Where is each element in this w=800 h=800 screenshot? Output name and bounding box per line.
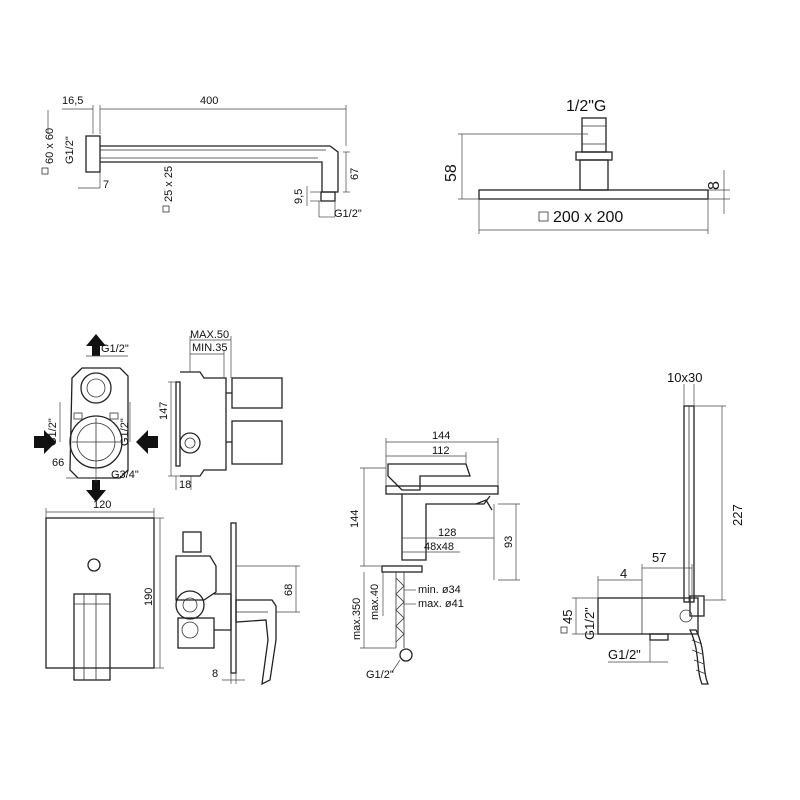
mixer-height-label: 144 [349, 510, 361, 528]
outlet-side-thread-label: G1/2" [582, 607, 597, 640]
plate-height-label: 190 [143, 588, 155, 606]
mixer-max-deck-label: max.40 [369, 584, 381, 620]
outlet-up-arrow-icon [86, 334, 106, 356]
valve-side-drawing: 68 8 [175, 522, 300, 686]
arm-offset-label: 16,5 [62, 95, 83, 107]
basin-mixer-drawing: 144 112 144 128 93 48x48 min. ø34 max. ø… [349, 430, 520, 681]
outlet-offset-label: 4 [620, 566, 627, 581]
head-thickness-label: 8 [706, 181, 723, 190]
mixer-reach-label: 128 [438, 527, 456, 539]
arm-inlet-thread-label: G1/2" [64, 136, 76, 164]
box-bottom-thread-label: G3/4" [111, 469, 139, 481]
head-height-label: 58 [443, 164, 460, 182]
box-right-thread-label: G1/2" [119, 418, 131, 446]
handset-length-label: 227 [730, 504, 745, 526]
outlet-projection-label: 57 [652, 550, 666, 565]
inlet-right-arrow-icon [136, 430, 158, 454]
shower-head-drawing: 1/2"G 58 8 200 x 200 [443, 98, 730, 234]
concealed-box-side-drawing: MAX.50 MIN.35 147 18 [158, 329, 283, 491]
mixer-max-hole-label: max. ø41 [418, 598, 464, 610]
shower-arm-drawing: 16,5 400 60 x 60 G1/2" 7 25 x 25 9,5 67 … [41, 95, 362, 220]
lever-offset-label: 68 [283, 584, 295, 596]
mixer-hose-length-label: max.350 [351, 598, 363, 640]
handset-size-label: 10x30 [667, 370, 702, 385]
arm-outlet-thread-label: G1/2" [334, 208, 362, 220]
outlet-down-arrow-icon [86, 480, 106, 502]
inlet-left-arrow-icon [34, 430, 56, 454]
plate-width-label: 120 [93, 499, 111, 511]
mixer-min-hole-label: min. ø34 [418, 584, 461, 596]
cover-plate-front-drawing: 120 190 [45, 499, 164, 681]
plate-thickness-label: 8 [212, 668, 218, 680]
flange-depth-label: 7 [103, 179, 109, 191]
head-thread-label: 1/2"G [566, 98, 606, 115]
mixer-thread-label: G1/2" [366, 669, 394, 681]
box-base-label: 18 [179, 479, 191, 491]
box-left-thread-label: G1/2" [47, 418, 59, 446]
concealed-box-front-drawing: G1/2" G1/2" G1/2" 66 G3/4" [34, 334, 158, 502]
outlet-size-label: 45 [560, 610, 575, 624]
mixer-spout-height-label: 93 [503, 536, 515, 548]
hand-shower-drawing: 10x30 227 57 4 45 G1/2" G1/2" [560, 370, 745, 685]
head-size-label: 200 x 200 [553, 209, 623, 226]
box-max-depth-label: MAX.50 [190, 329, 229, 341]
box-width-label: 66 [52, 457, 64, 469]
box-height-label: 147 [158, 402, 170, 420]
outlet-length-label: 9,5 [293, 189, 305, 204]
mixer-base-label: 48x48 [424, 541, 454, 553]
arm-drop-label: 67 [349, 168, 361, 180]
arm-length-label: 400 [200, 95, 218, 107]
box-top-thread-label: G1/2" [101, 343, 129, 355]
arm-section-label: 25 x 25 [163, 166, 175, 202]
mixer-spout-label: 112 [432, 445, 450, 457]
mixer-width-label: 144 [432, 430, 450, 442]
flange-size-label: 60 x 60 [44, 128, 56, 164]
outlet-bottom-thread-label: G1/2" [608, 647, 641, 662]
box-min-depth-label: MIN.35 [192, 342, 227, 354]
